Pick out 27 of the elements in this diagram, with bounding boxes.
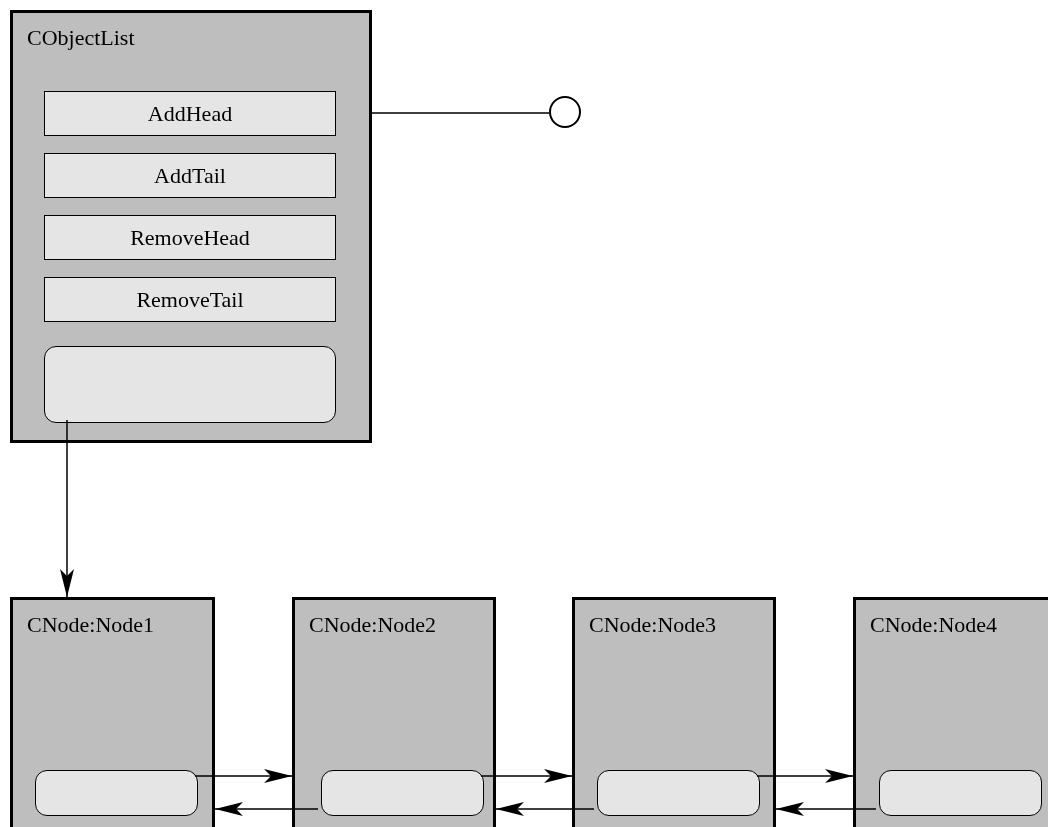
class-name: CNode:Node3 [589, 614, 717, 636]
class-name: CNode:Node4 [870, 614, 998, 636]
class-box [853, 597, 1048, 827]
class-box [572, 597, 776, 827]
class-box [10, 10, 372, 443]
slot-box [44, 346, 336, 423]
arrow [60, 419, 74, 598]
class-name: CNode:Node1 [27, 614, 155, 636]
class-name: CNode:Node2 [309, 614, 437, 636]
arrow [480, 769, 573, 783]
slot-box [35, 770, 198, 816]
method-box: RemoveTail [44, 277, 336, 322]
class-box [10, 597, 215, 827]
method-box: AddHead [44, 91, 336, 136]
method-box: RemoveHead [44, 215, 336, 260]
connector-line [371, 112, 550, 114]
arrow [495, 802, 595, 816]
method-box: AddTail [44, 153, 336, 198]
arrow [214, 802, 319, 816]
class-box [292, 597, 496, 827]
slot-box [597, 770, 760, 816]
arrow [756, 769, 854, 783]
slot-box [321, 770, 484, 816]
arrow [194, 769, 293, 783]
arrow [775, 802, 877, 816]
class-name: CObjectList [27, 27, 135, 49]
slot-box [879, 770, 1042, 816]
